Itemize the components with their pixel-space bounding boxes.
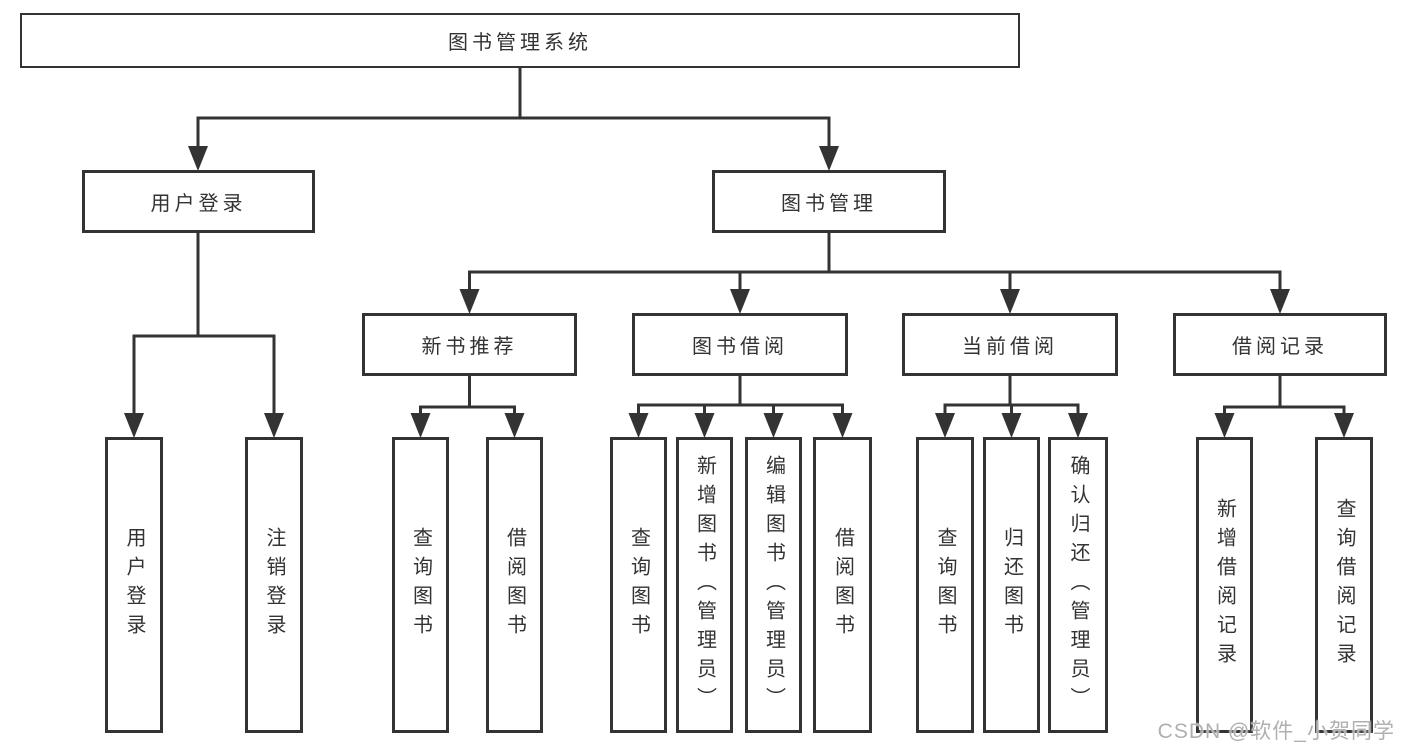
node-new-book-recommend: 新书推荐 bbox=[362, 313, 577, 376]
csdn-watermark: CSDN @软件_小贺同学 bbox=[1157, 720, 1395, 743]
node-label: 新书推荐 bbox=[421, 336, 518, 358]
edge-root-to-level2 bbox=[196, 66, 831, 150]
edge-borrow-to-leaves bbox=[637, 374, 844, 417]
arrowhead bbox=[1000, 289, 1020, 314]
arrowhead bbox=[1001, 413, 1022, 438]
node-label: 查询图书 bbox=[934, 527, 956, 643]
leaf-query-books-recommend: 查询图书 bbox=[392, 437, 449, 733]
node-label: 图书管理系统 bbox=[448, 32, 592, 54]
arrowhead bbox=[1270, 289, 1290, 314]
arrowhead bbox=[1068, 413, 1088, 438]
leaf-edit-book-admin: 编辑图书（管理员） bbox=[745, 437, 802, 733]
arrowhead bbox=[188, 146, 208, 171]
node-label: 归还图书 bbox=[1000, 527, 1023, 643]
leaf-add-borrow-record: 新增借阅记录 bbox=[1196, 437, 1253, 733]
arrowhead bbox=[1334, 413, 1354, 438]
node-book-manage: 图书管理 bbox=[712, 170, 946, 233]
node-label: 借阅图书 bbox=[503, 527, 526, 643]
leaf-return-book: 归还图书 bbox=[983, 437, 1040, 733]
arrowhead bbox=[459, 289, 480, 314]
leaf-borrow-books: 借阅图书 bbox=[813, 437, 872, 733]
leaf-query-books-borrow: 查询图书 bbox=[610, 437, 667, 733]
leaf-user-login: 用户登录 bbox=[105, 437, 163, 733]
node-book-borrow: 图书借阅 bbox=[632, 313, 848, 376]
node-label: 编辑图书（管理员） bbox=[762, 454, 785, 716]
node-label: 新增借阅记录 bbox=[1213, 498, 1236, 672]
node-label: 借阅记录 bbox=[1232, 336, 1328, 358]
arrowhead bbox=[763, 413, 784, 438]
node-label: 查询图书 bbox=[627, 527, 650, 643]
arrowhead bbox=[935, 413, 955, 438]
arrowhead bbox=[410, 413, 431, 438]
node-label: 图书借阅 bbox=[692, 336, 788, 358]
arrowheads bbox=[124, 146, 1354, 438]
edge-recommend-to-leaves bbox=[419, 374, 516, 417]
arrowhead bbox=[504, 413, 525, 438]
leaf-query-borrow-record: 查询借阅记录 bbox=[1315, 437, 1373, 733]
node-label: 图书管理 bbox=[781, 193, 877, 215]
node-label: 确认归还（管理员） bbox=[1067, 454, 1089, 716]
node-label: 注销登录 bbox=[263, 527, 285, 643]
arrowhead bbox=[1214, 413, 1235, 438]
arrowhead bbox=[730, 289, 750, 314]
arrowhead bbox=[124, 413, 144, 438]
leaf-add-book-admin: 新增图书（管理员） bbox=[676, 437, 733, 733]
arrowhead bbox=[628, 413, 649, 438]
arrowhead bbox=[694, 413, 715, 438]
node-current-borrow: 当前借阅 bbox=[902, 313, 1118, 376]
arrowhead bbox=[264, 413, 284, 438]
node-label: 新增图书（管理员） bbox=[693, 454, 716, 716]
node-borrow-record: 借阅记录 bbox=[1173, 313, 1387, 376]
edge-login-to-leaves bbox=[132, 230, 276, 417]
node-label: 当前借阅 bbox=[962, 336, 1058, 358]
edge-record-to-leaves bbox=[1223, 374, 1346, 417]
arrowhead bbox=[819, 146, 839, 171]
leaf-borrow-books-recommend: 借阅图书 bbox=[486, 437, 543, 733]
node-label: 借阅图书 bbox=[831, 527, 854, 643]
node-label: 用户登录 bbox=[150, 193, 247, 215]
edge-current-to-leaves bbox=[943, 374, 1080, 417]
node-label: 用户登录 bbox=[123, 527, 145, 643]
node-user-login: 用户登录 bbox=[82, 170, 315, 233]
leaf-query-books-current: 查询图书 bbox=[916, 437, 974, 733]
arrowhead bbox=[832, 413, 853, 438]
node-label: 查询借阅记录 bbox=[1333, 498, 1355, 672]
leaf-confirm-return-admin: 确认归还（管理员） bbox=[1048, 437, 1108, 733]
edge-manage-to-level3 bbox=[468, 231, 1282, 293]
node-label: 查询图书 bbox=[409, 527, 432, 643]
node-root: 图书管理系统 bbox=[20, 13, 1020, 68]
leaf-logout: 注销登录 bbox=[245, 437, 303, 733]
